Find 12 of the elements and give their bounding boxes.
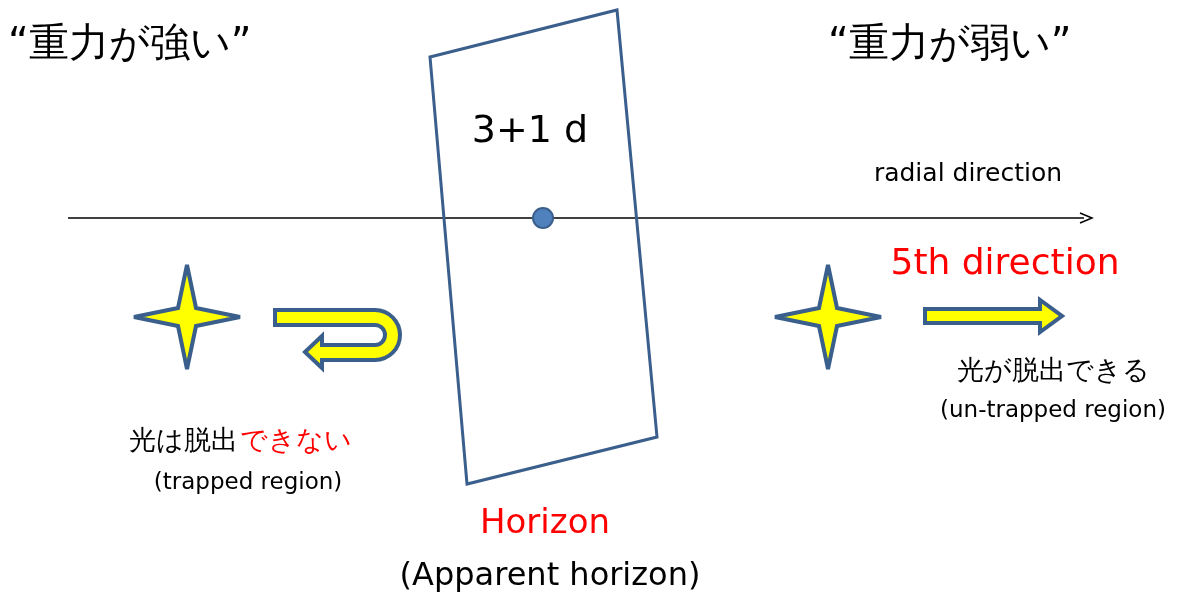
region-note: 光は脱出	[129, 425, 238, 455]
plane-label: 3+1 d	[471, 109, 589, 151]
axis-label: radial direction	[873, 159, 1063, 187]
heading: “重力が強い”	[8, 20, 252, 64]
region-note: 光が脱出できる	[956, 355, 1150, 385]
region-note: (un-trapped region)	[940, 397, 1166, 423]
direction-label: 5th direction	[890, 242, 1120, 282]
horizon-caption: Horizon	[480, 503, 610, 541]
region-note: (trapped region)	[153, 469, 343, 495]
region-note: できない	[240, 425, 352, 455]
heading: “重力が弱い”	[828, 20, 1072, 64]
horizon-caption: (Apparent horizon)	[399, 557, 701, 593]
